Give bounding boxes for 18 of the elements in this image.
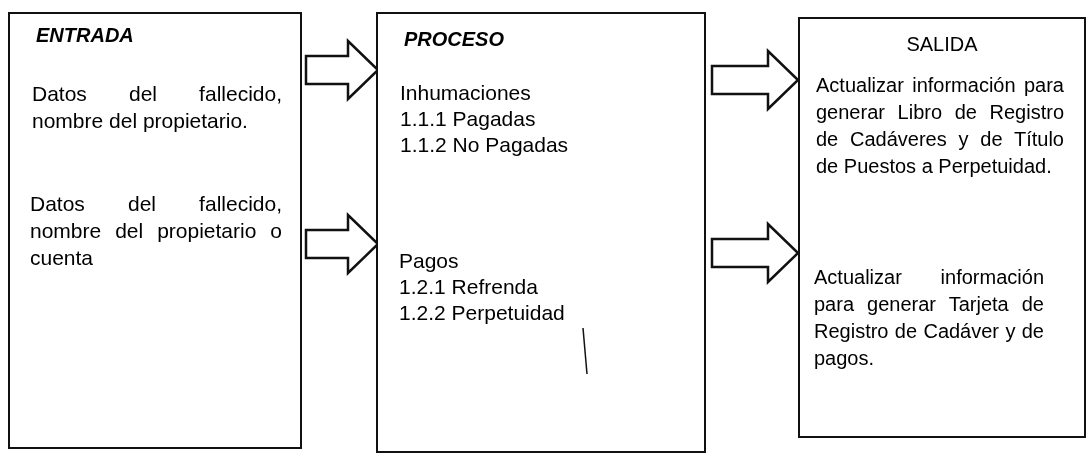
- group-title: Pagos: [399, 248, 460, 274]
- block-arrow: [710, 221, 800, 285]
- description-text: Datos del fallecido, nombre del propietario.: [32, 81, 282, 134]
- list-item: 1.1.2 No Pagadas: [400, 132, 570, 158]
- section-heading: PROCESO: [404, 28, 505, 51]
- section-box: [376, 12, 706, 453]
- section-box: [798, 17, 1086, 438]
- group-title: Inhumaciones: [400, 80, 532, 106]
- description-text: Datos del fallecido, nombre del propietario o cuenta: [30, 191, 282, 271]
- list-item: 1.1.1 Pagadas: [400, 106, 537, 132]
- description-text: Actualizar información para generar Tarjeta de Registro de Cadáver y de pagos.: [814, 265, 1044, 371]
- section-box: [8, 12, 302, 449]
- section-heading: ENTRADA: [36, 24, 134, 47]
- section-heading: SALIDA: [906, 33, 978, 56]
- list-item: 1.2.1 Refrenda: [399, 274, 539, 300]
- block-arrow: [710, 48, 800, 112]
- description-text: Actualizar información para generar Libro de Registro de Cadáveres y de Título de Puestos a Perpetuidad.: [816, 73, 1064, 179]
- list-item: 1.2.2 Perpetuidad: [399, 300, 566, 326]
